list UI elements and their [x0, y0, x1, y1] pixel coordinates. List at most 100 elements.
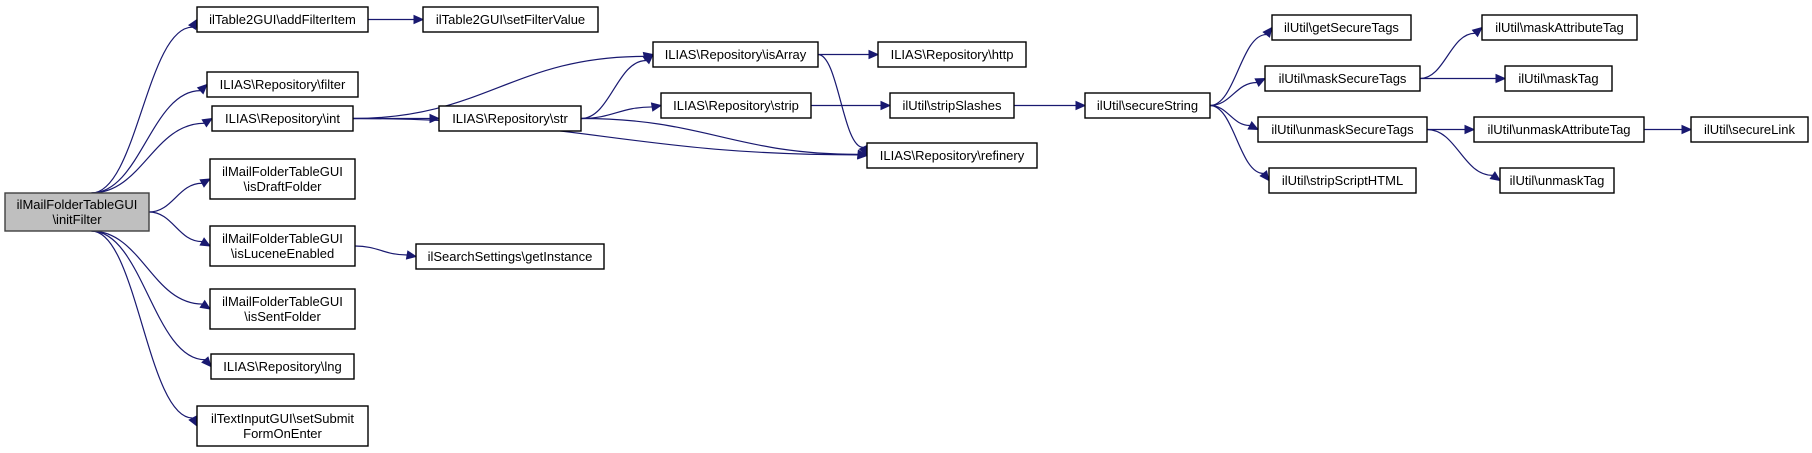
arrowhead-icon	[1471, 26, 1483, 38]
edge-root-to-addFilterItem	[91, 18, 198, 194]
edge-line	[580, 106, 653, 120]
node-box	[209, 158, 356, 200]
node-label: \isLuceneEnabled	[231, 246, 334, 261]
arrowhead-icon	[1464, 124, 1476, 135]
node-secureString[interactable]: ilUtil\secureString	[1084, 92, 1211, 119]
edge-isArray-to-http	[818, 49, 880, 60]
edge-root-to-int	[91, 117, 214, 194]
edge-root-to-lng	[91, 230, 212, 368]
node-label: ilUtil\unmaskTag	[1510, 173, 1605, 188]
node-box	[889, 92, 1015, 119]
node-box	[415, 243, 605, 270]
arrowhead-icon	[880, 100, 892, 111]
node-label: ilTable2GUI\setFilterValue	[436, 12, 585, 27]
arrowhead-icon	[199, 237, 212, 247]
node-label: ILIAS\Repository\str	[452, 111, 568, 126]
node-box	[1473, 116, 1645, 143]
node-label: ilUtil\maskAttributeTag	[1495, 20, 1624, 35]
node-box	[1690, 116, 1809, 143]
arrowhead-icon	[413, 14, 425, 25]
node-strip[interactable]: ILIAS\Repository\strip	[660, 92, 812, 119]
edge-strip-to-stripSlashes	[810, 100, 892, 111]
node-isLuceneEnabled[interactable]: ilMailFolderTableGUI\isLuceneEnabled	[209, 225, 356, 267]
node-lng[interactable]: ILIAS\Repository\lng	[210, 353, 355, 380]
node-label: ilUtil\unmaskSecureTags	[1271, 122, 1414, 137]
node-isDraftFolder[interactable]: ilMailFolderTableGUI\isDraftFolder	[209, 158, 356, 200]
node-maskTag[interactable]: ilUtil\maskTag	[1504, 65, 1613, 92]
node-box	[877, 41, 1027, 68]
edge-root-to-isLuceneEnabled	[148, 211, 212, 247]
node-label: ilUtil\getSecureTags	[1284, 20, 1399, 35]
node-label: \initFilter	[52, 212, 102, 227]
node-box	[1271, 14, 1412, 41]
edge-line	[352, 55, 645, 120]
node-getSecureTags[interactable]: ilUtil\getSecureTags	[1271, 14, 1412, 41]
node-box	[210, 353, 355, 380]
arrowhead-icon	[1489, 171, 1502, 182]
arrowhead-icon	[201, 356, 212, 368]
node-box	[660, 92, 812, 119]
edge-unmaskAttributeTag-to-secureLink	[1644, 124, 1693, 135]
edge-root-to-setSubmitFormOnEnter	[91, 230, 198, 428]
node-str[interactable]: ILIAS\Repository\str	[438, 105, 582, 132]
node-label: ilUtil\secureLink	[1704, 122, 1796, 137]
arrowhead-icon	[1247, 120, 1260, 131]
node-isSentFolder[interactable]: ilMailFolderTableGUI\isSentFolder	[209, 288, 356, 330]
node-box	[196, 6, 369, 33]
node-label: ilUtil\secureString	[1097, 98, 1198, 113]
node-http[interactable]: ILIAS\Repository\http	[877, 41, 1027, 68]
node-stripScriptHTML[interactable]: ilUtil\stripScriptHTML	[1268, 167, 1417, 194]
node-maskAttributeTag[interactable]: ilUtil\maskAttributeTag	[1481, 14, 1638, 41]
node-box	[206, 71, 359, 98]
node-label: ILIAS\Repository\int	[225, 111, 340, 126]
node-unmaskSecureTags[interactable]: ilUtil\unmaskSecureTags	[1257, 116, 1428, 143]
node-stripSlashes[interactable]: ilUtil\stripSlashes	[889, 92, 1015, 119]
edge-root-to-filter	[91, 83, 208, 194]
node-filter[interactable]: ILIAS\Repository\filter	[206, 71, 359, 98]
node-box	[1264, 65, 1421, 92]
node-box	[211, 105, 354, 132]
edge-line	[1209, 104, 1250, 127]
node-refinery[interactable]: ILIAS\Repository\refinery	[866, 142, 1038, 169]
edge-addFilterItem-to-setFilterValue	[367, 14, 425, 25]
edge-stripSlashes-to-secureString	[1013, 100, 1087, 111]
node-box	[1504, 65, 1613, 92]
node-label: ILIAS\Repository\strip	[673, 98, 799, 113]
node-label: ilMailFolderTableGUI	[17, 197, 138, 212]
node-unmaskAttributeTag[interactable]: ilUtil\unmaskAttributeTag	[1473, 116, 1645, 143]
node-secureLink[interactable]: ilUtil\secureLink	[1690, 116, 1809, 143]
edge-maskSecureTags-to-maskTag	[1420, 73, 1507, 84]
node-maskSecureTags[interactable]: ilUtil\maskSecureTags	[1264, 65, 1421, 92]
arrowhead-icon	[1075, 100, 1087, 111]
edge-line	[91, 90, 201, 194]
edge-secureString-to-maskSecureTags	[1209, 77, 1267, 107]
arrowhead-icon	[196, 83, 208, 95]
arrowhead-icon	[405, 250, 418, 260]
node-label: ILIAS\Repository\http	[891, 47, 1014, 62]
node-label: ilMailFolderTableGUI	[222, 164, 343, 179]
arrowhead-icon	[1262, 26, 1273, 38]
node-getInstance[interactable]: ilSearchSettings\getInstance	[415, 243, 605, 270]
arrowhead-icon	[1254, 77, 1267, 87]
node-addFilterItem[interactable]: ilTable2GUI\addFilterItem	[196, 6, 369, 33]
node-root[interactable]: ilMailFolderTableGUI\initFilter	[4, 192, 150, 232]
edge-line	[148, 211, 203, 243]
arrowhead-icon	[642, 53, 654, 65]
edge-int-to-refinery	[352, 117, 869, 160]
node-int[interactable]: ILIAS\Repository\int	[211, 105, 354, 132]
node-setFilterValue[interactable]: ilTable2GUI\setFilterValue	[422, 6, 599, 33]
edge-line	[91, 230, 203, 305]
edge-line	[91, 122, 205, 194]
edge-line	[580, 59, 647, 120]
node-unmaskTag[interactable]: ilUtil\unmaskTag	[1499, 167, 1615, 194]
edge-root-to-isDraftFolder	[148, 178, 212, 213]
edge-secureString-to-unmaskSecureTags	[1209, 104, 1260, 131]
node-isArray[interactable]: ILIAS\Repository\isArray	[652, 41, 819, 68]
edge-line	[1209, 33, 1267, 107]
node-box	[1481, 14, 1638, 41]
node-box	[209, 225, 356, 267]
node-box	[438, 105, 582, 132]
node-box	[652, 41, 819, 68]
node-box	[4, 192, 150, 232]
